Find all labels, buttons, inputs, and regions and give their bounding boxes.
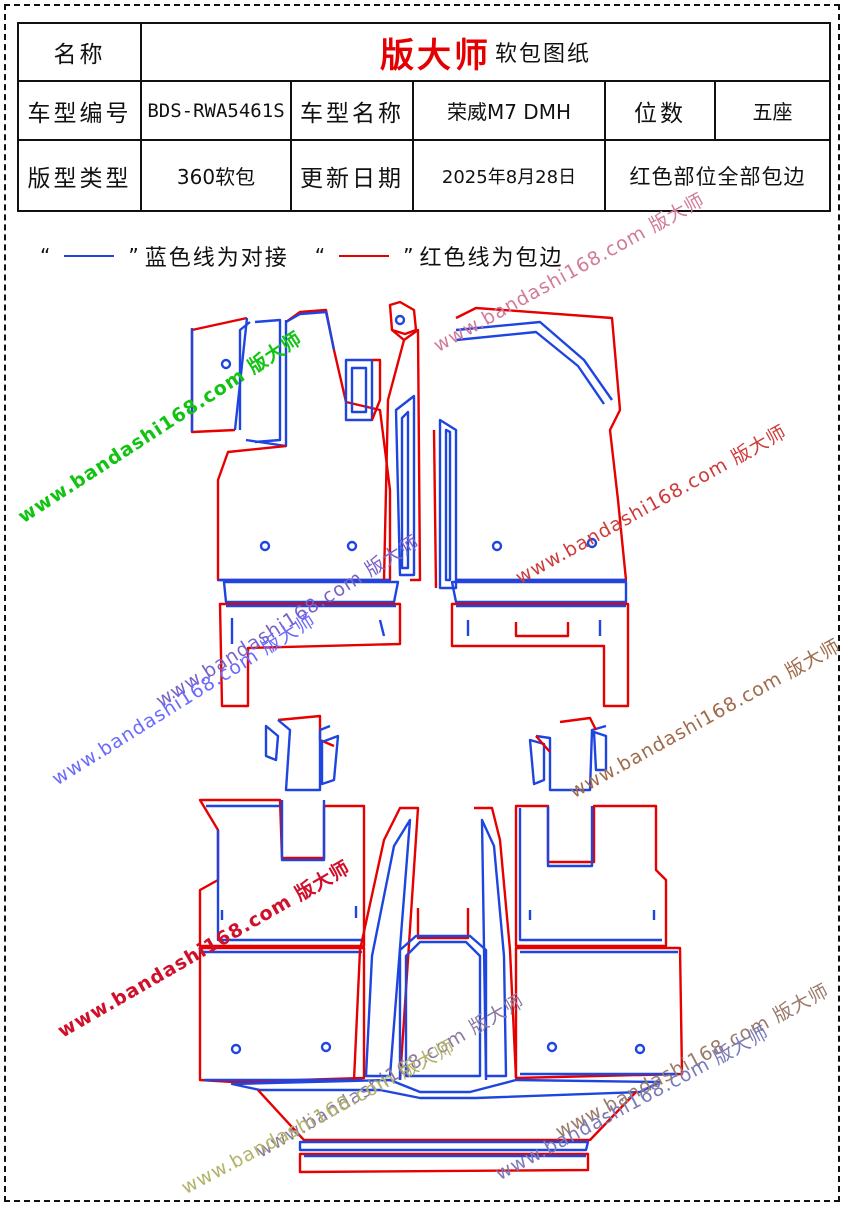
front-heel-strips: [218, 580, 630, 708]
blue-legend-text: 蓝色线为对接: [144, 246, 289, 271]
model-name: 荣威M7 DMH: [412, 80, 606, 141]
brand-title: 版大师: [380, 35, 492, 76]
front-tunnel-strips: [382, 300, 458, 590]
seats-label: 位数: [604, 80, 716, 141]
rear-center-small-parts: [264, 714, 608, 792]
rear-heel-strips: [230, 1078, 662, 1174]
model-name-label: 车型名称: [290, 80, 414, 141]
front-left-mat: [190, 308, 392, 582]
rear-right-mat: [514, 804, 684, 1080]
red-line-swatch: [339, 255, 390, 257]
front-right-mat: [455, 306, 628, 582]
line-legend: “ ” 蓝色线为对接 “ ” 红色线为包边: [40, 240, 564, 272]
rear-tunnel: [352, 806, 518, 1081]
model-code-label: 车型编号: [17, 80, 142, 141]
update-date: 2025年8月28日: [412, 139, 606, 212]
name-label: 名称: [17, 22, 142, 82]
pattern-type-label: 版型类型: [17, 139, 142, 212]
edge-note: 红色部位全部包边: [603, 139, 832, 212]
update-label: 更新日期: [290, 139, 414, 212]
pattern-type: 360软包: [140, 139, 292, 212]
doc-title: 软包图纸: [495, 42, 592, 67]
red-legend-text: 红色线为包边: [419, 246, 564, 271]
title-cell: 版大师软包图纸: [139, 22, 832, 82]
seats-value: 五座: [713, 80, 832, 141]
blue-line-swatch: [64, 255, 115, 257]
page-border: [4, 4, 840, 1202]
rear-left-mat: [198, 798, 366, 1084]
info-table: 名称 版大师软包图纸 车型编号 BDS-RWA5461S 车型名称 荣威M7 D…: [17, 22, 832, 212]
model-code: BDS-RWA5461S: [140, 80, 292, 141]
